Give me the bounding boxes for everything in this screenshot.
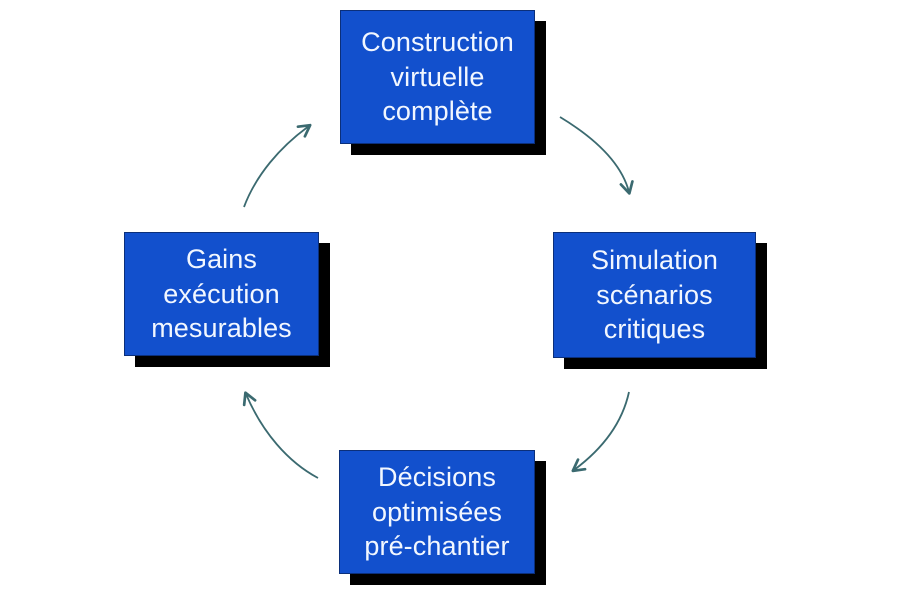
cycle-node-simulation-scenarios-critiques[interactable]: Simulation scénarios critiques (553, 232, 756, 358)
arrow-top-to-right (559, 116, 634, 195)
cycle-node-label: Simulation scénarios critiques (590, 245, 719, 345)
arrow-right-to-bottom (571, 391, 630, 473)
arrow-left-to-top (243, 123, 312, 208)
cycle-node-gains-execution-mesurables[interactable]: Gains exécution mesurables (124, 232, 319, 356)
cycle-node-label: Construction virtuelle complète (361, 27, 514, 127)
cycle-node-label: Gains exécution mesurables (151, 244, 292, 344)
cycle-node-decisions-optimisees-pre-chantier[interactable]: Décisions optimisées pré-chantier (339, 450, 535, 574)
cycle-node-construction-virtuelle-complete[interactable]: Construction virtuelle complète (340, 10, 535, 144)
cycle-node-label: Décisions optimisées pré-chantier (364, 462, 510, 562)
arrow-bottom-to-left (242, 391, 319, 479)
